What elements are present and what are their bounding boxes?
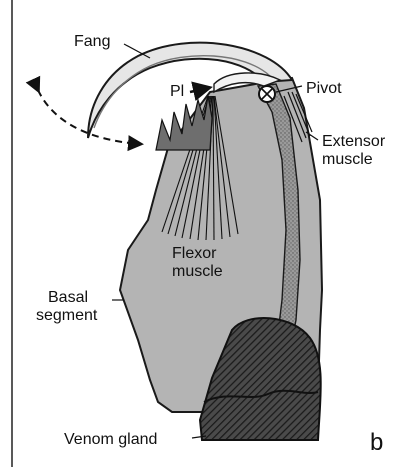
label-flexor-2: muscle <box>172 263 223 280</box>
label-pivot: Pivot <box>306 80 342 97</box>
label-basal-1: Basal <box>48 289 88 306</box>
label-venom-gland: Venom gland <box>64 431 157 448</box>
pivot-joint-icon <box>259 86 275 102</box>
pl-pointer <box>190 88 208 92</box>
label-flexor-1: Flexor <box>172 245 217 262</box>
label-fang: Fang <box>74 33 110 50</box>
panel-letter: b <box>370 429 383 456</box>
label-pl: Pl <box>170 83 184 100</box>
label-basal-2: segment <box>36 307 98 324</box>
label-extensor-1: Extensor <box>322 133 386 150</box>
label-extensor-2: muscle <box>322 151 373 168</box>
